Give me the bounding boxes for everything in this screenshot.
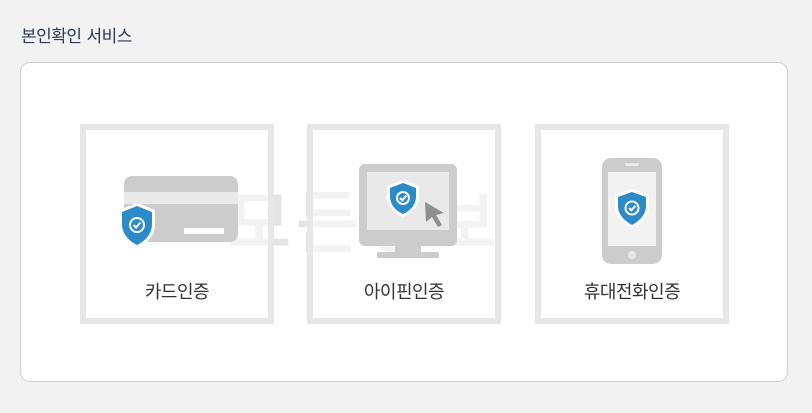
card-verification-button[interactable]: 카드인증 [80, 124, 274, 324]
ipin-verification-label: 아이핀인증 [363, 282, 445, 303]
shield-check-icon [387, 180, 419, 217]
card-verification-label: 카드인증 [144, 282, 210, 303]
cursor-icon [425, 202, 444, 227]
mobile-verification-label: 휴대전화인증 [583, 282, 681, 303]
page-title: 본인확인 서비스 [21, 27, 132, 47]
shield-check-icon [615, 189, 649, 228]
mobile-phone-icon [602, 158, 662, 264]
monitor-cursor-icon [359, 164, 457, 258]
credit-card-icon [119, 176, 238, 248]
shield-check-icon [119, 203, 155, 248]
ipin-verification-button[interactable]: 아이핀인증 [307, 124, 501, 324]
mobile-verification-button[interactable]: 휴대전화인증 [535, 124, 729, 324]
